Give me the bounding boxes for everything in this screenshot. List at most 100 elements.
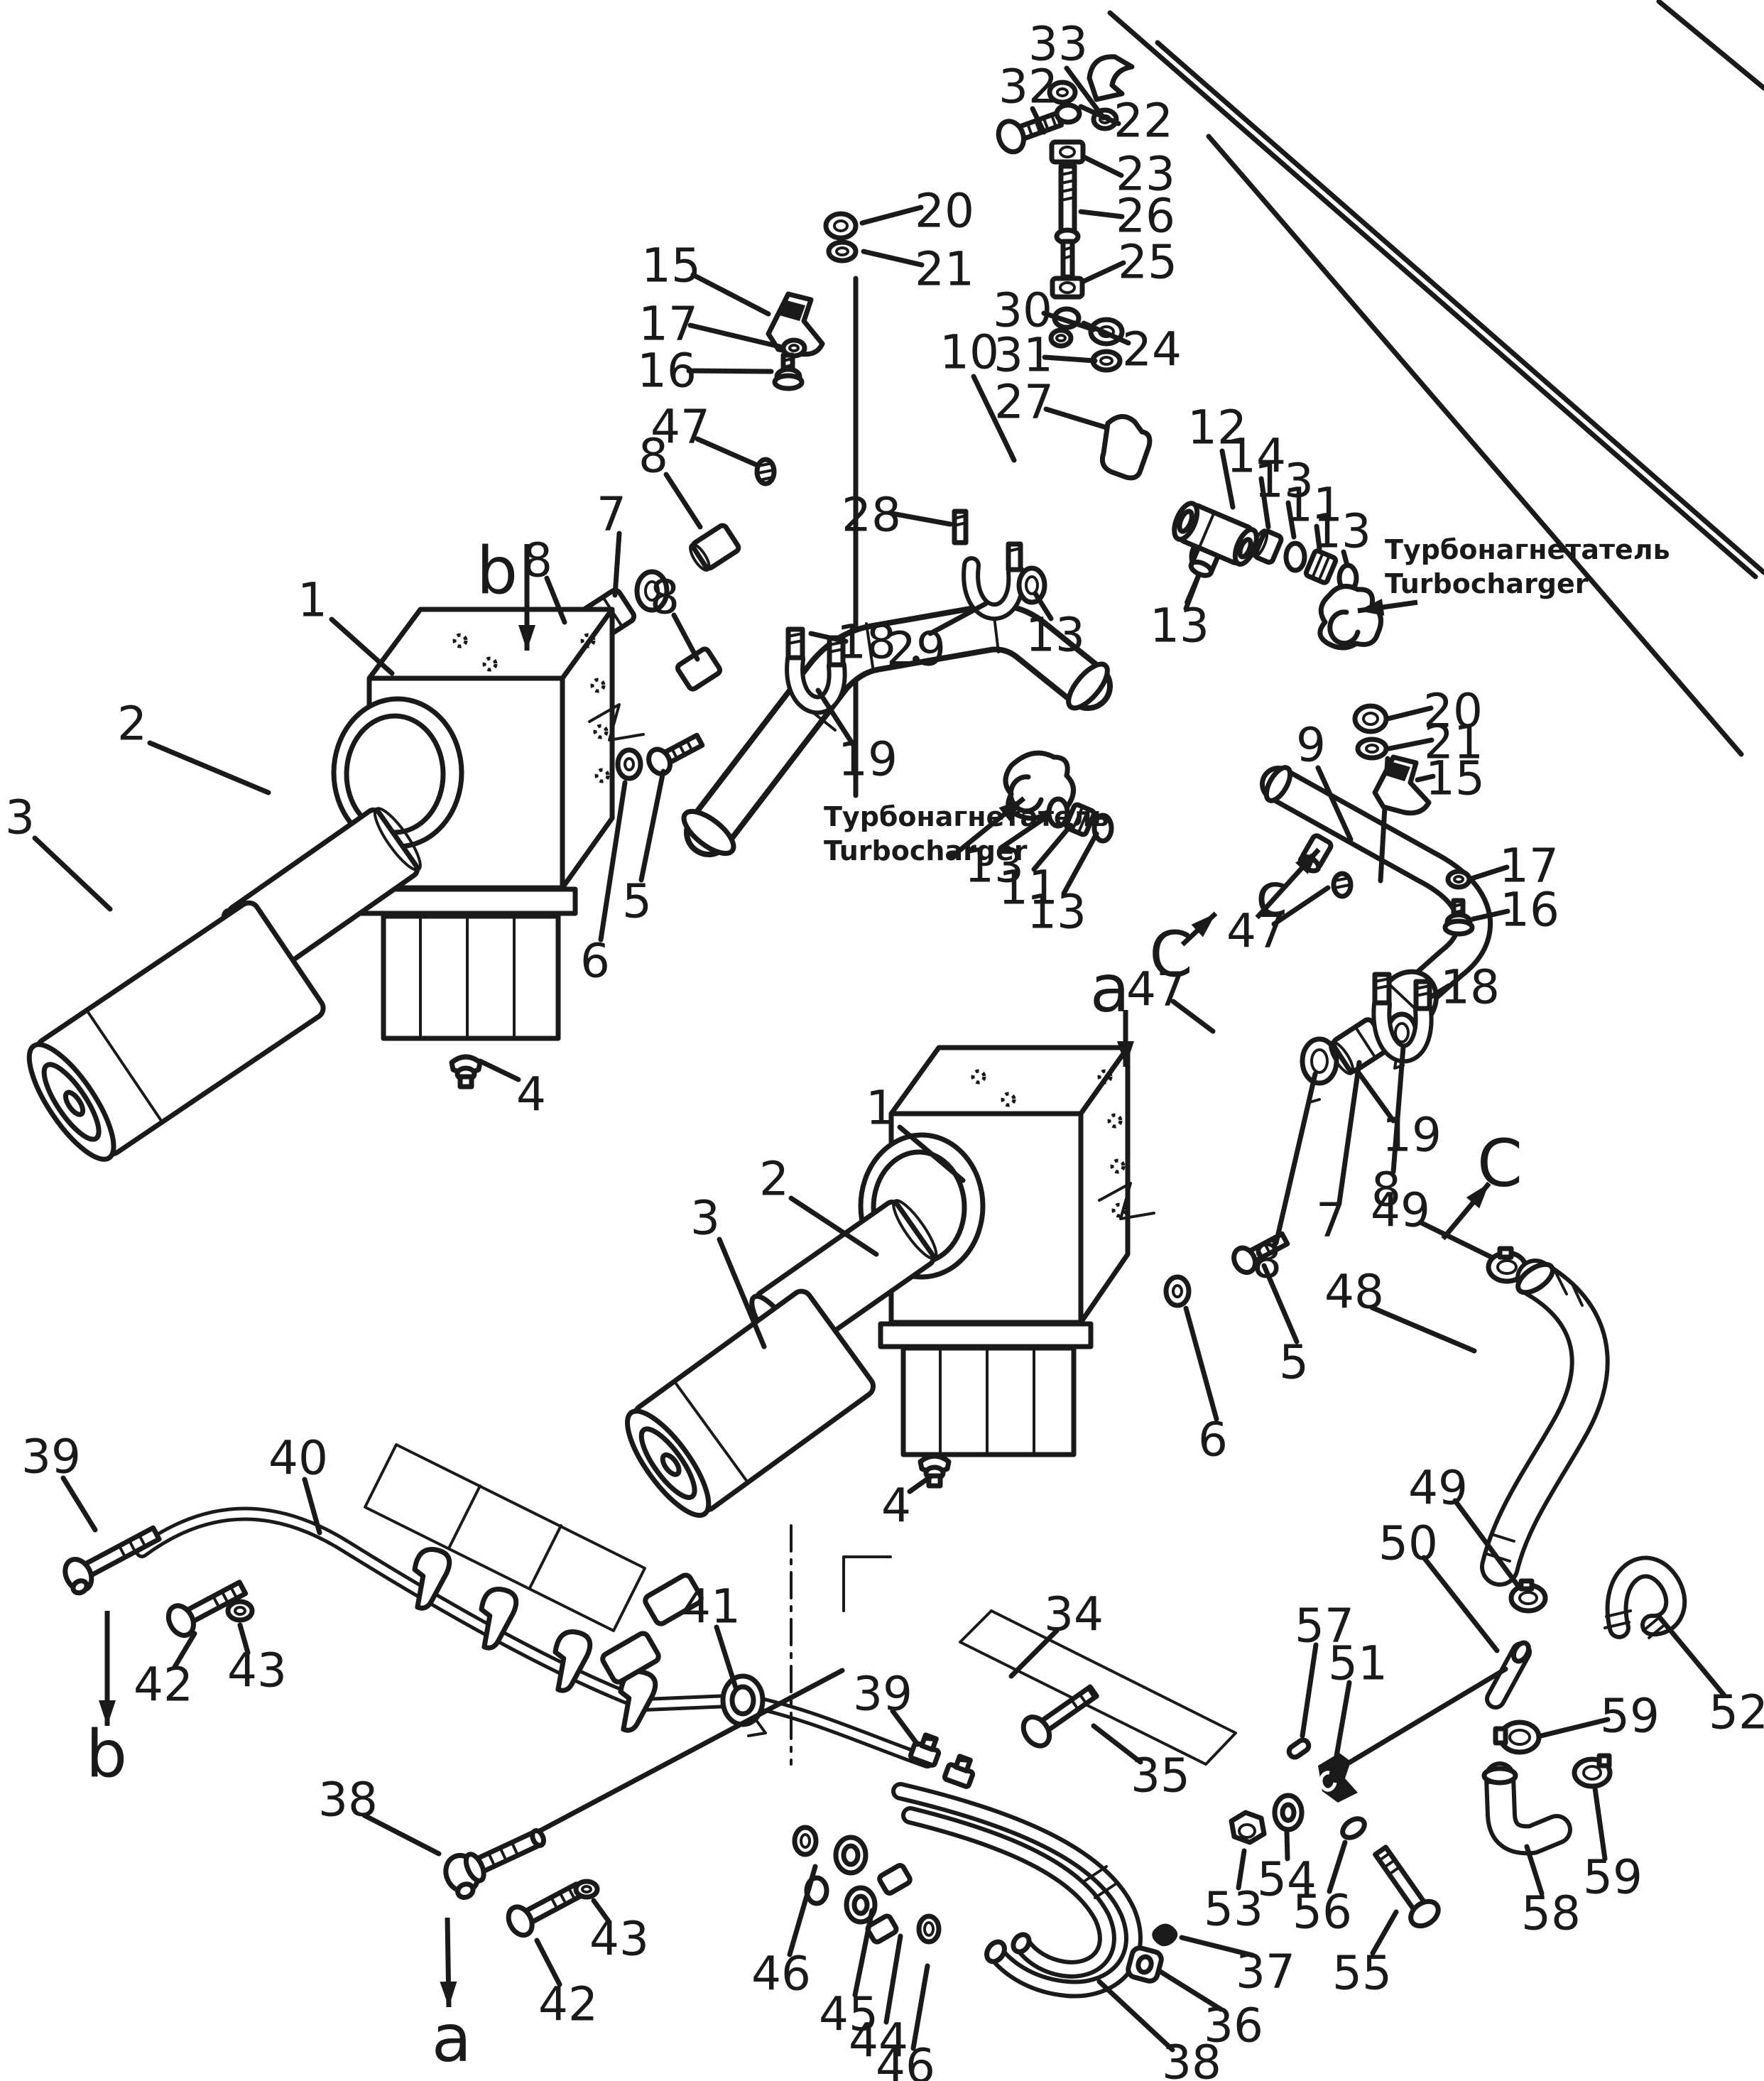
leader-line xyxy=(1369,1305,1477,1354)
leader-line xyxy=(927,601,989,636)
clip-37-icon xyxy=(1152,1923,1178,1947)
bolt-55-icon xyxy=(1373,1844,1441,1929)
arrowhead-icon xyxy=(1358,599,1385,616)
nut-36-icon xyxy=(1126,1945,1164,1984)
part-label-11: 11 xyxy=(1283,478,1343,533)
part-label-17: 17 xyxy=(638,297,698,352)
part-label-29: 29 xyxy=(886,622,946,677)
part-label-23: 23 xyxy=(1116,147,1175,202)
leader-line xyxy=(859,205,924,226)
leader-line xyxy=(687,322,783,349)
ring-13-icon xyxy=(1046,796,1070,829)
washer-43-icon xyxy=(225,1599,255,1623)
clip-46-icon xyxy=(792,1825,819,1857)
washer-6-icon xyxy=(615,747,643,781)
leader-line xyxy=(172,1631,197,1670)
stud-assembly-top xyxy=(853,54,1153,798)
plug-47-icon xyxy=(754,457,777,487)
plug-47-icon xyxy=(1331,871,1354,899)
clip-56-icon xyxy=(1340,1816,1367,1840)
leader-line xyxy=(1452,1498,1523,1591)
part-label-2: 2 xyxy=(117,697,147,751)
part-label-10: 10 xyxy=(940,325,999,380)
band-clamp-59-icon xyxy=(1572,1753,1613,1789)
leader-line xyxy=(1341,549,1349,565)
part-label-57: 57 xyxy=(1295,1599,1354,1653)
sleeve-11-icon xyxy=(1303,548,1339,585)
leader-line xyxy=(1219,448,1236,510)
arrowhead-icon xyxy=(518,625,535,651)
leader-line xyxy=(1300,1642,1319,1739)
leader-line xyxy=(1183,1305,1219,1422)
bracket-15-set-left xyxy=(689,291,825,572)
leader-line xyxy=(1592,1786,1608,1862)
leader-line xyxy=(534,1938,562,1987)
leader-line xyxy=(861,249,925,268)
part-label-7: 7 xyxy=(1316,1193,1346,1248)
part-label-27: 27 xyxy=(994,375,1054,430)
leader-line xyxy=(1091,1723,1143,1765)
bolt-5-icon xyxy=(646,732,705,777)
bolt-42-icon xyxy=(506,1881,585,1938)
hose-52-58-set xyxy=(1481,1555,1687,1856)
part-label-19: 19 xyxy=(838,732,898,787)
leader-line xyxy=(1285,500,1297,540)
part-label-4: 4 xyxy=(516,1067,546,1122)
part-label-55: 55 xyxy=(1332,1946,1392,2001)
part-label-50: 50 xyxy=(1378,1516,1438,1571)
leader-line xyxy=(1336,1060,1362,1205)
fitting-28-hose-29 xyxy=(952,509,1047,621)
clip-46-icon xyxy=(916,1913,942,1945)
section-marker-C: C xyxy=(1149,918,1192,991)
part-label-22: 22 xyxy=(1114,94,1173,148)
leader-line xyxy=(1031,822,1074,872)
washer-17-icon xyxy=(1445,869,1472,890)
leader-line xyxy=(1043,406,1109,430)
turbocharger-right-label: Turbocharger xyxy=(1385,568,1589,599)
leader-line xyxy=(1273,1071,1318,1246)
part-label-16: 16 xyxy=(1500,883,1559,938)
leader-line xyxy=(1030,106,1047,135)
leader-line xyxy=(1427,983,1452,1000)
nut-25-icon xyxy=(1050,276,1085,300)
sleeve-11-icon xyxy=(1064,802,1096,837)
grommet-45-icon xyxy=(844,1885,878,1925)
leader-line xyxy=(690,272,771,317)
drain-valve-4-icon xyxy=(449,1054,483,1090)
part-label-40: 40 xyxy=(268,1431,328,1486)
air-cleaner-1 xyxy=(26,607,705,1162)
leader-line xyxy=(883,1933,903,2025)
part-label-14: 14 xyxy=(1226,429,1286,484)
part-label-31: 31 xyxy=(993,328,1053,383)
leader-line xyxy=(60,1475,98,1533)
part-label-54: 54 xyxy=(1257,1852,1317,1907)
bolt-35-icon xyxy=(1020,1684,1099,1749)
annotations: ТурбонагнетательTurbochargerТурбонагнета… xyxy=(824,534,1670,866)
part-label-2: 2 xyxy=(759,1152,789,1207)
leader-line xyxy=(1179,1935,1256,1958)
leader-line xyxy=(815,688,856,747)
leader-line xyxy=(890,1708,920,1747)
arrowhead-icon xyxy=(99,1700,116,1726)
part-label-26: 26 xyxy=(1116,189,1175,244)
frame-lines xyxy=(1107,0,1764,757)
leader-line xyxy=(1170,999,1216,1034)
mount-bracket-line xyxy=(1098,1182,1155,1220)
hook-clamp-40-icon xyxy=(412,1547,452,1611)
stud-38-icon xyxy=(443,1828,546,1901)
part-label-46: 46 xyxy=(876,2039,935,2081)
nut-20-icon xyxy=(823,211,859,241)
leader-line xyxy=(477,1058,521,1082)
arrowhead-icon xyxy=(1466,1183,1489,1209)
arrowhead-icon xyxy=(998,798,1024,821)
sleeve-icon xyxy=(643,1572,704,1626)
bolt-42-icon xyxy=(165,1580,249,1639)
sleeve-8-icon xyxy=(675,646,723,692)
leader-line xyxy=(907,1473,935,1494)
dust-pan xyxy=(381,913,561,1041)
part-label-43: 43 xyxy=(227,1643,287,1698)
bolt-16-icon xyxy=(1442,898,1475,937)
leader-line xyxy=(1314,523,1322,551)
leader-line xyxy=(1078,104,1121,126)
